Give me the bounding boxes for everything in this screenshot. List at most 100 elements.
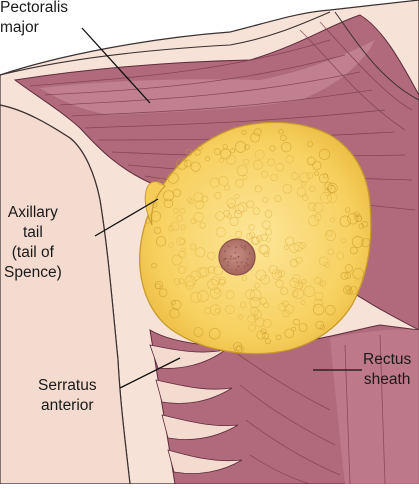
- label-rectus-sheath: Rectus sheath: [363, 350, 411, 390]
- fat-lobule: [218, 276, 227, 285]
- fat-lobule: [318, 148, 330, 160]
- fat-lobule: [163, 190, 175, 202]
- areola-dot: [235, 246, 238, 249]
- fat-lobule: [264, 210, 273, 218]
- fat-lobule: [314, 213, 322, 222]
- fat-lobule-texture: [145, 128, 371, 355]
- fat-lobule: [263, 302, 270, 309]
- fat-lobule: [211, 276, 221, 286]
- fat-lobule: [229, 216, 239, 226]
- fat-lobule: [282, 184, 293, 194]
- fat-lobule: [207, 251, 216, 260]
- fat-lobule: [318, 280, 324, 286]
- fat-lobule: [186, 197, 193, 203]
- fat-lobule: [234, 194, 240, 200]
- areola-dot: [246, 258, 249, 260]
- fat-lobule: [336, 252, 345, 260]
- areola-dot: [223, 250, 226, 253]
- fat-lobule: [215, 211, 225, 221]
- fat-lobule: [262, 318, 272, 328]
- fat-lobule: [193, 192, 204, 203]
- fat-lobule: [240, 301, 247, 308]
- pectoralis-highlight: [40, 40, 375, 115]
- fat-lobule: [151, 262, 157, 269]
- fat-lobule: [264, 228, 272, 236]
- fat-lobule: [178, 250, 186, 258]
- fat-lobule: [284, 328, 295, 339]
- fat-lobule: [218, 278, 226, 286]
- fat-lobule: [183, 159, 192, 168]
- fat-lobule: [190, 161, 201, 172]
- fat-lobule: [262, 220, 271, 229]
- fat-lobule: [238, 314, 244, 320]
- fat-lobule: [196, 267, 207, 278]
- fat-lobule: [223, 209, 231, 217]
- fat-lobule: [150, 211, 161, 222]
- fat-lobule: [210, 304, 222, 316]
- fat-lobule: [195, 247, 206, 258]
- fat-lobule: [145, 218, 151, 224]
- fat-lobule: [291, 326, 297, 332]
- leader-lines: [81, 27, 362, 389]
- lower-muscle-fibers: [234, 334, 386, 485]
- fat-lobule: [327, 248, 335, 256]
- fat-lobule: [278, 270, 286, 278]
- fat-lobule: [194, 149, 201, 156]
- fat-lobule: [275, 279, 284, 288]
- fat-lobule: [193, 327, 204, 337]
- sternal-contour: [334, 11, 419, 101]
- fat-lobule: [213, 266, 223, 276]
- fat-lobule: [254, 149, 265, 160]
- rectus-sheath-region: [330, 329, 419, 484]
- fat-lobule: [225, 154, 237, 166]
- fat-lobule: [319, 280, 327, 287]
- fat-lobule: [312, 161, 322, 171]
- label-pectoralis-major: Pectoralis major: [0, 0, 68, 38]
- fat-lobule: [170, 221, 180, 231]
- fat-lobule: [254, 185, 262, 193]
- fat-lobule: [330, 217, 336, 223]
- areola-dot: [244, 247, 247, 249]
- fat-lobule: [179, 238, 186, 245]
- fat-lobule: [237, 202, 248, 213]
- fat-lobule: [228, 203, 235, 210]
- fat-lobule: [236, 344, 244, 353]
- fat-lobule: [242, 174, 248, 180]
- fat-lobule: [154, 227, 162, 235]
- fat-lobule: [171, 299, 182, 310]
- fat-lobule: [293, 241, 304, 252]
- label-rectus-line2: sheath: [363, 371, 411, 388]
- fat-lobule: [349, 286, 358, 295]
- fat-lobule: [163, 198, 174, 209]
- label-serratus-anterior: Serratus anterior: [38, 376, 97, 416]
- fat-lobule: [260, 328, 267, 335]
- areola-dot: [240, 261, 243, 264]
- fat-lobule: [256, 235, 263, 242]
- fat-lobule: [176, 158, 188, 170]
- fat-lobule: [325, 305, 336, 316]
- fat-lobule: [358, 223, 364, 229]
- fat-lobule: [267, 158, 275, 167]
- fat-lobule: [222, 144, 228, 150]
- fat-lobule: [226, 213, 232, 219]
- fat-lobule: [327, 184, 336, 193]
- fat-lobule: [302, 194, 309, 201]
- label-axillary-line4: Spence): [4, 264, 62, 281]
- fat-lobule: [250, 289, 262, 301]
- fat-lobule: [361, 238, 371, 248]
- fat-lobule: [275, 163, 284, 172]
- areola-dot: [243, 245, 246, 248]
- fat-lobule: [184, 275, 196, 287]
- fat-lobule: [283, 245, 289, 250]
- fat-lobule: [236, 165, 248, 176]
- fat-lobule: [269, 145, 276, 152]
- fat-lobule: [255, 317, 265, 328]
- fat-lobule: [301, 279, 307, 285]
- fat-lobule: [179, 208, 186, 214]
- fat-lobule: [209, 287, 222, 299]
- fat-lobule: [253, 159, 263, 170]
- fat-lobule: [229, 148, 235, 154]
- fat-lobule: [308, 202, 317, 211]
- fat-lobule: [224, 184, 230, 191]
